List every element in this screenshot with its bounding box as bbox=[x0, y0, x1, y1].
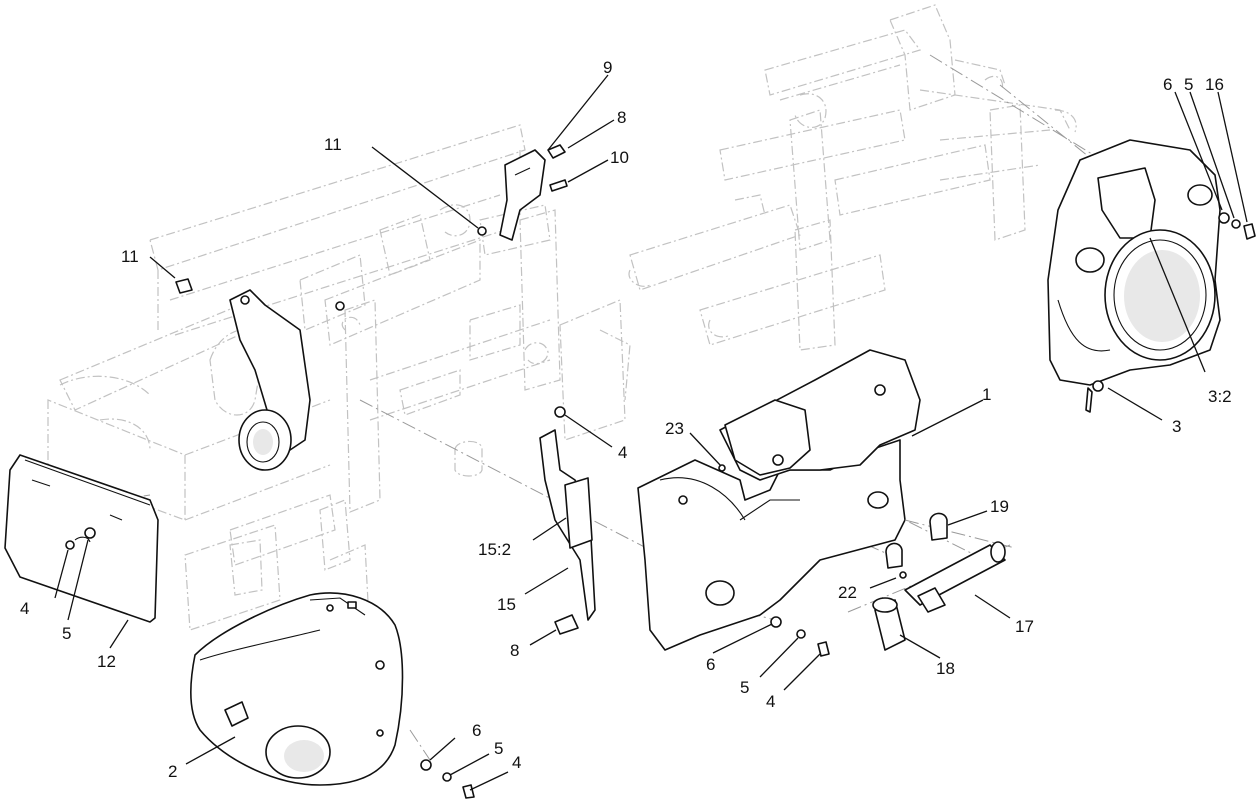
hardware-bottom bbox=[420, 759, 475, 799]
callout-11: 11 bbox=[121, 247, 139, 266]
callout-15: 15 bbox=[497, 595, 516, 614]
part-9-bracket bbox=[499, 149, 546, 241]
callout-labels: 9 8 10 11 11 6 5 16 3:2 3 1 23 4 19 15:2… bbox=[20, 58, 1232, 781]
callout-22: 22 bbox=[838, 583, 857, 602]
callout-3-2: 3:2 bbox=[1208, 387, 1232, 406]
callout-9: 9 bbox=[603, 58, 612, 77]
callout-1: 1 bbox=[982, 385, 991, 404]
part-11-nut-left bbox=[175, 278, 193, 294]
hardware-center bbox=[770, 616, 830, 657]
callout-11: 11 bbox=[324, 135, 342, 154]
leader-lines bbox=[54, 74, 1248, 791]
callout-4: 4 bbox=[512, 753, 521, 772]
callout-5: 5 bbox=[494, 739, 503, 758]
part-15-bracket bbox=[539, 406, 596, 635]
callout-6: 6 bbox=[1163, 75, 1172, 94]
callout-15-2: 15:2 bbox=[478, 540, 511, 559]
callout-4: 4 bbox=[766, 692, 775, 711]
callout-6: 6 bbox=[472, 721, 481, 740]
callout-5: 5 bbox=[740, 678, 749, 697]
callout-4: 4 bbox=[618, 443, 627, 462]
callout-23: 23 bbox=[665, 419, 684, 438]
part-3-housing bbox=[1047, 139, 1221, 413]
part-11-nut-upper bbox=[477, 226, 487, 236]
callout-2: 2 bbox=[168, 762, 177, 781]
side-bracket-assembly bbox=[229, 289, 345, 471]
callout-5: 5 bbox=[1184, 75, 1193, 94]
callout-12: 12 bbox=[97, 652, 116, 671]
part-2-housing bbox=[190, 592, 404, 786]
tube-kit bbox=[847, 512, 1016, 651]
callout-18: 18 bbox=[936, 659, 955, 678]
part-1-cover bbox=[637, 349, 921, 651]
hardware-left bbox=[65, 527, 96, 550]
callout-19: 19 bbox=[990, 497, 1009, 516]
callout-3: 3 bbox=[1172, 417, 1181, 436]
part-10-screw bbox=[549, 179, 568, 192]
callout-6: 6 bbox=[706, 655, 715, 674]
part-12-panel bbox=[4, 454, 159, 623]
callout-10: 10 bbox=[610, 148, 629, 167]
part-8-clip-top bbox=[547, 144, 566, 159]
hardware-right-top bbox=[1218, 212, 1256, 240]
callout-8: 8 bbox=[510, 641, 519, 660]
callout-8: 8 bbox=[617, 108, 626, 127]
callout-16: 16 bbox=[1205, 75, 1224, 94]
callout-5: 5 bbox=[62, 624, 71, 643]
phantom-frame-right bbox=[628, 4, 1077, 351]
callout-17: 17 bbox=[1015, 617, 1034, 636]
callout-4: 4 bbox=[20, 599, 29, 618]
